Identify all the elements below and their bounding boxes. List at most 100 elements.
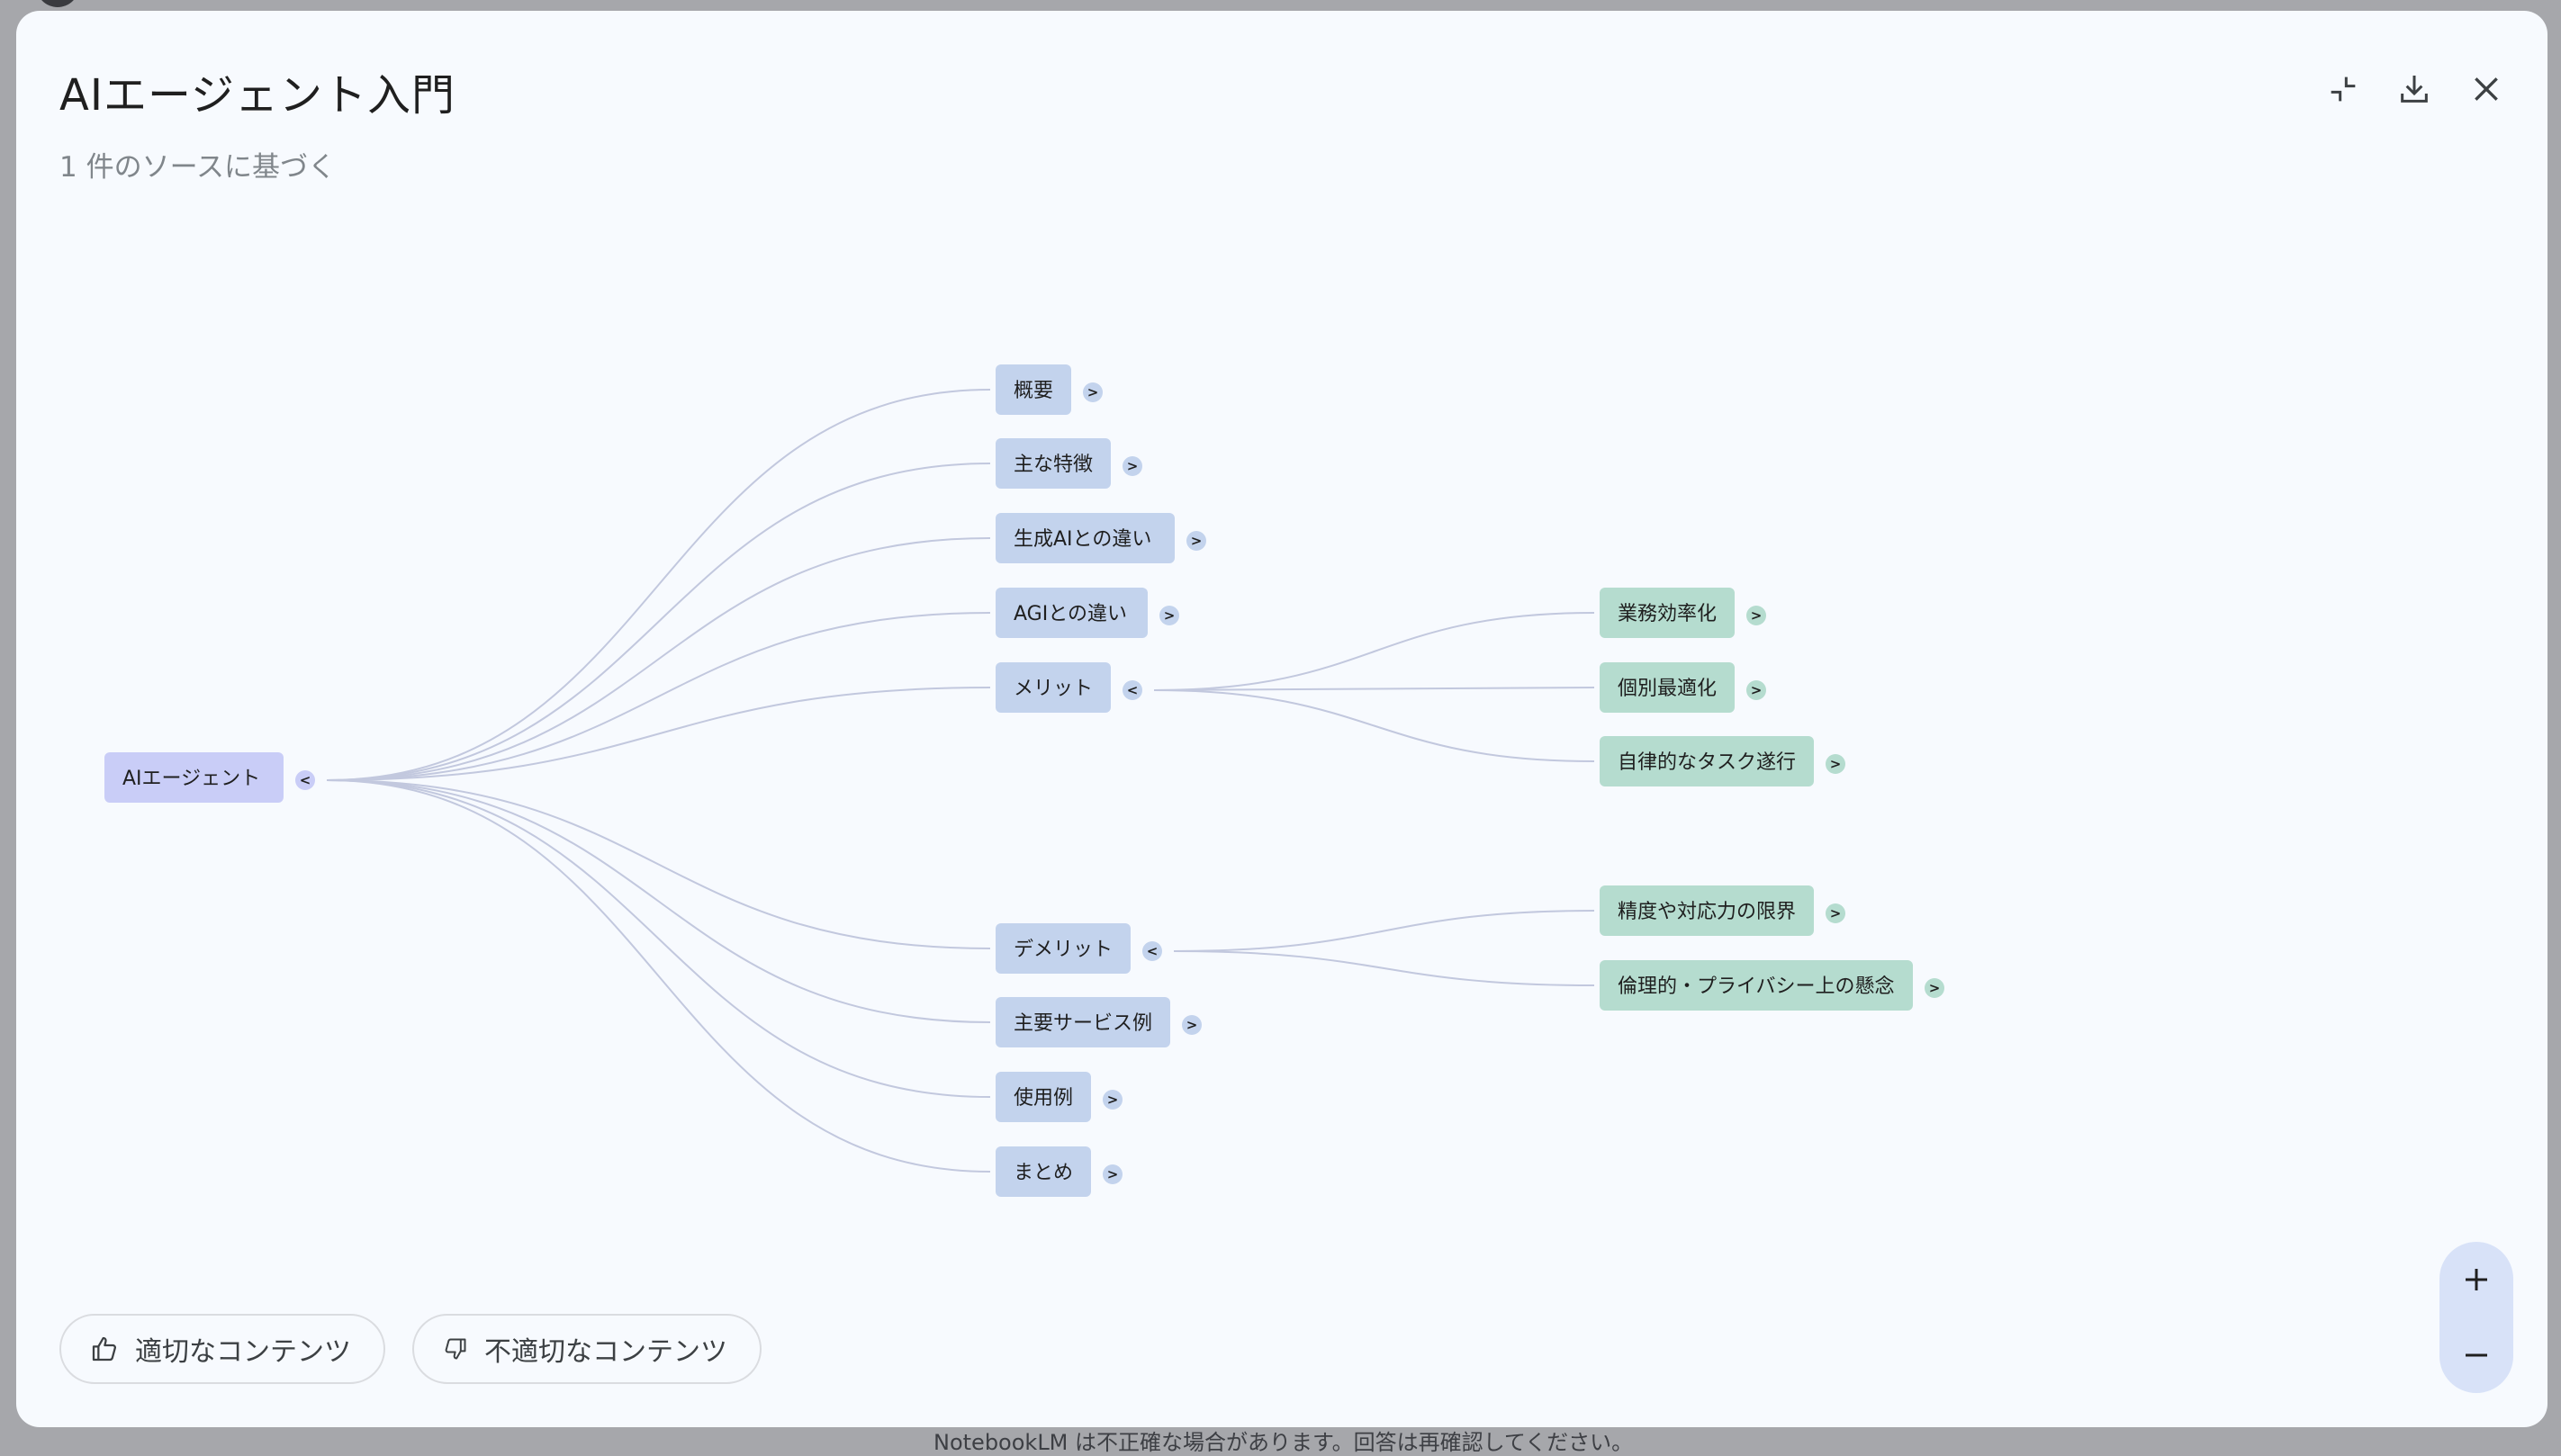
mindmap-node-label: 主要サービス例 [1014, 1012, 1152, 1035]
mindmap-node-box[interactable] [996, 588, 1148, 638]
mindmap-node-root[interactable]: AIエージェント [104, 752, 284, 803]
zoom-out-icon [2466, 1353, 2487, 1357]
mindmap-node-features[interactable]: 主な特徴 [996, 438, 1111, 489]
mindmap-toggle-label: > [1830, 756, 1842, 772]
mindmap-node-vs-genai[interactable]: 生成AIとの違い [996, 513, 1175, 563]
collapse-toggle-icon[interactable] [1123, 680, 1142, 700]
mindmap-toggle-demerits[interactable]: < [1142, 941, 1162, 961]
mindmap-toggle-summary[interactable]: > [1103, 1164, 1123, 1184]
mindmap-node-efficiency[interactable]: 業務効率化 [1600, 588, 1735, 638]
mindmap-node-personal[interactable]: 個別最適化 [1600, 662, 1735, 713]
expand-toggle-icon[interactable] [1103, 1164, 1123, 1184]
expand-toggle-icon[interactable] [1083, 382, 1103, 402]
mindmap-node-box[interactable] [996, 1072, 1091, 1122]
expand-toggle-icon[interactable] [1826, 903, 1845, 923]
mindmap-node-box[interactable] [1600, 960, 1913, 1011]
mindmap-node-box[interactable] [1600, 588, 1735, 638]
mindmap-node-box[interactable] [1600, 736, 1814, 786]
mindmap-toggle-label: > [1107, 1166, 1119, 1182]
mindmap-node-box[interactable] [1600, 885, 1814, 936]
expand-toggle-icon[interactable] [1159, 606, 1179, 625]
mindmap-toggle-vs-agi[interactable]: > [1159, 606, 1179, 625]
mindmap-toggle-personal[interactable]: > [1746, 680, 1766, 700]
bad-content-button[interactable]: 不適切なコンテンツ [412, 1314, 762, 1384]
mindmap-toggle-label: > [1191, 533, 1203, 549]
mindmap-toggle-root[interactable]: < [295, 770, 315, 790]
mindmap-node-summary[interactable]: まとめ [996, 1146, 1091, 1197]
mindmap-node-limits[interactable]: 精度や対応力の限界 [1600, 885, 1814, 936]
mindmap-node-box[interactable] [996, 1146, 1091, 1197]
expand-toggle-icon[interactable] [1746, 606, 1766, 625]
expand-toggle-icon[interactable] [1182, 1015, 1202, 1035]
expand-toggle-icon[interactable] [1826, 754, 1845, 774]
dialog-title: AIエージェント入門 [59, 70, 456, 121]
expand-toggle-icon[interactable] [1746, 680, 1766, 700]
mindmap-node-box[interactable] [996, 364, 1071, 415]
mindmap-node-label: 自律的なタスク遂行 [1618, 751, 1796, 774]
close-icon [2475, 77, 2498, 101]
mindmap-link-efficiency [1153, 612, 1595, 691]
mindmap-node-label: デメリット [1014, 939, 1113, 961]
mindmap-toggle-label: < [1127, 682, 1139, 698]
mindmap-link-personal [1153, 687, 1595, 691]
mindmap-node-overview[interactable]: 概要 [996, 364, 1071, 415]
download-button[interactable] [2385, 60, 2443, 118]
zoom-out-button[interactable] [2439, 1317, 2513, 1393]
mindmap-node-ethics[interactable]: 倫理的・プライバシー上の懸念 [1600, 960, 1913, 1011]
mindmap-node-box[interactable] [996, 997, 1170, 1047]
mindmap-node-autonomous[interactable]: 自律的なタスク遂行 [1600, 736, 1814, 786]
mindmap-toggle-merits[interactable]: < [1123, 680, 1142, 700]
mindmap-link-overview [326, 389, 991, 781]
collapse-toggle-icon[interactable] [295, 770, 315, 790]
mindmap-toggle-efficiency[interactable]: > [1746, 606, 1766, 625]
mindmap-link-demerits [326, 779, 991, 949]
mindmap-toggle-label: > [1087, 384, 1099, 400]
mindmap-link-vs-agi [326, 612, 991, 781]
mindmap-link-features [326, 463, 991, 781]
mindmap-node-label: 個別最適化 [1618, 678, 1717, 700]
mindmap-toggle-label: > [1751, 607, 1763, 624]
mindmap-toggle-usecases[interactable]: > [1103, 1090, 1123, 1110]
collapse-button[interactable] [2314, 60, 2372, 118]
mindmap-node-box[interactable] [996, 438, 1111, 489]
mindmap-toggle-label: > [1127, 458, 1139, 474]
collapse-toggle-icon[interactable] [1142, 941, 1162, 961]
mindmap-node-label: AGIとの違い [1014, 603, 1127, 625]
zoom-in-button[interactable] [2439, 1242, 2513, 1317]
mindmap-node-label: AIエージェント [122, 768, 260, 790]
mindmap-node-box[interactable] [996, 662, 1111, 713]
mindmap-node-merits[interactable]: メリット [996, 662, 1111, 713]
mindmap-node-usecases[interactable]: 使用例 [996, 1072, 1091, 1122]
mindmap-toggle-label: > [1751, 682, 1763, 698]
mindmap-toggle-vs-genai[interactable]: > [1186, 531, 1206, 551]
mindmap-node-vs-agi[interactable]: AGIとの違い [996, 588, 1148, 638]
mindmap-toggle-autonomous[interactable]: > [1826, 754, 1845, 774]
mindmap-links [326, 389, 1595, 1173]
mindmap-node-box[interactable] [996, 923, 1131, 974]
mindmap-toggle-ethics[interactable]: > [1925, 978, 1944, 998]
mindmap-node-services[interactable]: 主要サービス例 [996, 997, 1170, 1047]
zoom-in-icon [2466, 1269, 2487, 1290]
mindmap-node-box[interactable] [104, 752, 284, 803]
mindmap-node-box[interactable] [996, 513, 1175, 563]
mindmap-link-ethics [1173, 950, 1595, 986]
mindmap-node-label: 主な特徴 [1014, 454, 1093, 476]
expand-toggle-icon[interactable] [1186, 531, 1206, 551]
mindmap-toggle-features[interactable]: > [1123, 456, 1142, 476]
mindmap-link-usecases [326, 779, 991, 1098]
expand-toggle-icon[interactable] [1103, 1090, 1123, 1110]
mindmap-node-label: 業務効率化 [1618, 603, 1717, 625]
good-content-button[interactable]: 適切なコンテンツ [59, 1314, 385, 1384]
collapse-icon [2331, 76, 2356, 102]
mindmap-toggle-limits[interactable]: > [1826, 903, 1845, 923]
mindmap-node-box[interactable] [1600, 662, 1735, 713]
expand-toggle-icon[interactable] [1123, 456, 1142, 476]
close-button[interactable] [2457, 60, 2515, 118]
expand-toggle-icon[interactable] [1925, 978, 1944, 998]
mindmap-node-demerits[interactable]: デメリット [996, 923, 1131, 974]
mindmap-toggle-overview[interactable]: > [1083, 382, 1103, 402]
mindmap-toggle-services[interactable]: > [1182, 1015, 1202, 1035]
mindmap-node-label: 概要 [1014, 380, 1053, 402]
mindmap-link-merits [326, 687, 991, 781]
mindmap-canvas[interactable]: AIエージェント < 概要 > 主な特徴 > 生成AIとの違い > AGIとの違い > メリット < 業… [16, 11, 2547, 1427]
